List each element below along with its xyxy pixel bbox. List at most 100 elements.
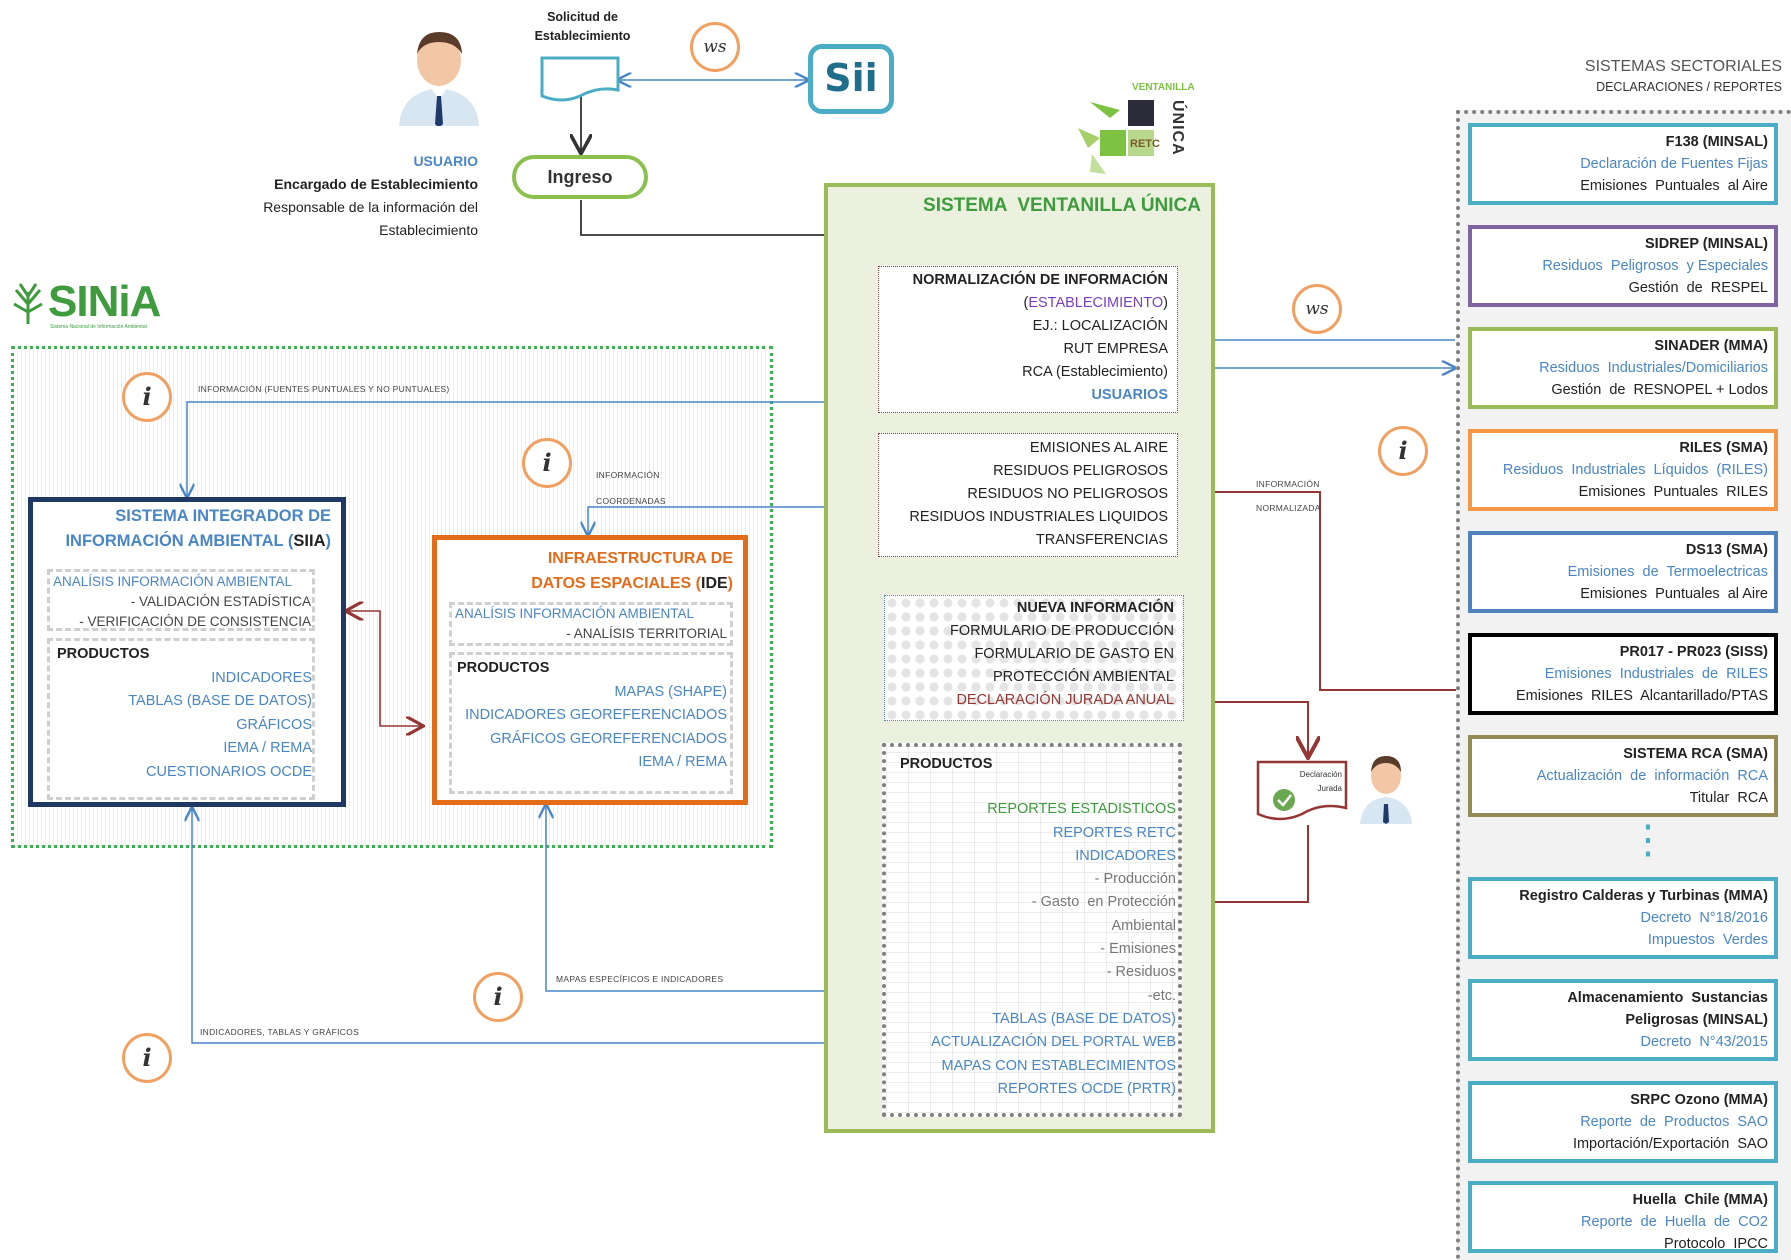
productos-item: - Gasto en Protección — [1031, 894, 1176, 911]
ide-item: IEMA / REMA — [638, 754, 727, 770]
productos-reportes: REPORTES ESTADISTICOS — [987, 801, 1176, 818]
sectorial-card-line3: Titular RCA — [1689, 790, 1768, 806]
siia-title-2: INFORMACIÓN AMBIENTAL (SIIA) — [65, 529, 331, 554]
sinia-logo: SINiA Sistema Nacional de Información Am… — [8, 278, 188, 338]
siia-title-1: SISTEMA INTEGRADOR DE — [115, 507, 331, 525]
declaracion-doc-icon — [1256, 760, 1348, 821]
siia-title-2c: ) — [325, 532, 332, 550]
sectorial-card-title: SRPC Ozono (MMA) — [1630, 1092, 1768, 1108]
line-siia-ide — [347, 611, 422, 726]
nueva-l1: FORMULARIO DE PRODUCCIÓN — [950, 623, 1174, 639]
ide-box[interactable]: INFRAESTRUCTURA DE DATOS ESPACIALES (IDE… — [432, 535, 748, 805]
sectorial-card-line3: Gestión de RESNOPEL + Lodos — [1551, 382, 1768, 398]
ide-analisis-sub1: - ANALÍSIS TERRITORIAL — [566, 626, 727, 641]
sectorial-card-line3: Emisiones Puntuales al Aire — [1580, 586, 1768, 602]
sectorial-card-title: RILES (SMA) — [1679, 440, 1768, 456]
sectorial-card-line3: Gestión de RESPEL — [1628, 280, 1768, 296]
sectoriales-dots: ⋮ — [1628, 818, 1668, 862]
sectorial-card[interactable]: SIDREP (MINSAL)Residuos Peligrosos y Esp… — [1468, 225, 1778, 307]
sectorial-card-title: Almacenamiento Sustancias — [1567, 990, 1768, 1006]
productos-item: REPORTES RETC — [1052, 824, 1176, 841]
nueva-l2: FORMULARIO DE GASTO EN — [974, 646, 1174, 662]
siia-productos-box — [47, 638, 315, 800]
nueva-title: NUEVA INFORMACIÓN — [1016, 600, 1174, 616]
ide-title-2: DATOS ESPACIALES (IDE) — [531, 571, 733, 596]
ide-item: GRÁFICOS GEOREFERENCIADOS — [490, 730, 727, 747]
ventanilla-logo-icon — [1078, 100, 1154, 174]
nueva-l3: PROTECCIÓN AMBIENTAL — [992, 669, 1174, 685]
sectorial-card-line2: Residuos Industriales Líquidos (RILES) — [1502, 462, 1768, 478]
sectorial-card-title: Huella Chile (MMA) — [1632, 1192, 1768, 1208]
ventanilla-logo-side: ÚNICA — [1169, 100, 1186, 156]
ventanilla-logo: VENTANILLA ÚNICA RETC — [1070, 80, 1220, 180]
sectorial-card[interactable]: Huella Chile (MMA)Reporte de Huella de C… — [1468, 1181, 1778, 1253]
solicitud-label: Solicitud de Establecimiento — [510, 8, 655, 46]
ingreso-node[interactable]: Ingreso — [512, 155, 648, 199]
productos-box[interactable] — [882, 743, 1182, 1117]
declaracion-text-2: Jurada — [1317, 784, 1342, 793]
nueva-box[interactable] — [884, 595, 1184, 721]
sectorial-card[interactable]: SINADER (MMA)Residuos Industriales/Domic… — [1468, 327, 1778, 409]
emis-text: EMISIONES AL AIRE RESIDUOS PELIGROSOS RE… — [882, 437, 1168, 552]
siia-analisis-sub1: - VALIDACIÓN ESTADÍSTICA — [130, 594, 311, 609]
ide-item: MAPAS (SHAPE) — [614, 683, 727, 700]
sectorial-card-line3: Protocolo IPCC — [1664, 1236, 1768, 1252]
ide-item: INDICADORES GEOREFERENCIADOS — [465, 707, 727, 723]
sectorial-card-line2: Reporte de Productos SAO — [1580, 1114, 1768, 1130]
siia-box[interactable]: SISTEMA INTEGRADOR DE INFORMACIÓN AMBIEN… — [28, 497, 346, 807]
ventanilla-panel: SISTEMA VENTANILLA ÚNICA NORMALIZACIÓN D… — [824, 183, 1215, 1133]
norm-l1: EJ.: LOCALIZACIÓN — [1032, 318, 1168, 334]
sectoriales-subtitle: DECLARACIONES / REPORTES — [1596, 80, 1782, 94]
sectorial-card-line2: Declaración de Fuentes Fijas — [1580, 156, 1768, 172]
emis-item: EMISIONES AL AIRE — [1029, 440, 1168, 456]
siia-item: TABLAS (BASE DE DATOS) — [128, 693, 312, 709]
ide-productos-title: PRODUCTOS — [457, 660, 550, 676]
siia-analisis-title: ANALÍSIS INFORMACIÓN AMBIENTAL — [53, 574, 293, 589]
sectorial-card[interactable]: RILES (SMA) Residuos Industriales Líquido… — [1468, 429, 1778, 511]
ventanilla-logo-top: VENTANILLA — [1132, 82, 1195, 93]
info-label-coordenadas: INFORMACIÓN COORDENADAS — [596, 462, 666, 514]
emis-item: RESIDUOS NO PELIGROSOS — [967, 486, 1168, 502]
info-label-mapas: MAPAS ESPECÍFICOS E INDICADORES — [556, 974, 724, 984]
productos-item: - Emisiones — [1100, 941, 1176, 958]
ventanilla-logo-retc: RETC — [1130, 138, 1160, 150]
info-badge-indicadores: i — [122, 1033, 172, 1083]
productos-item: - Producción — [1094, 871, 1176, 888]
declaracion-jurada[interactable]: Declaración Jurada — [1256, 760, 1348, 826]
sectorial-card-line3: Emisiones Puntuales al Aire — [1580, 178, 1768, 194]
siia-analisis-sub2: - VERIFICACIÓN DE CONSISTENCIA — [79, 614, 311, 629]
ventanilla-title: SISTEMA VENTANILLA ÚNICA — [923, 195, 1201, 216]
norm-est-close: ) — [1163, 295, 1168, 311]
nueva-text: NUEVA INFORMACIÓN FORMULARIO DE PRODUCCI… — [888, 597, 1174, 712]
info-label-normalizada-1: INFORMACIÓN — [1256, 479, 1320, 489]
siia-analisis-box — [47, 569, 315, 631]
siia-title-2a: INFORMACIÓN AMBIENTAL ( — [65, 532, 294, 550]
siia-item: INDICADORES — [211, 669, 312, 686]
user-avatar-icon — [399, 32, 479, 126]
ide-analisis-title: ANALÍSIS INFORMACIÓN AMBIENTAL — [455, 606, 695, 621]
sii-logo[interactable]: Sii — [808, 44, 894, 114]
norm-title: NORMALIZACIÓN DE INFORMACIÓN — [912, 272, 1168, 288]
sectorial-card[interactable]: Registro Calderas y Turbinas (MMA)Decret… — [1468, 877, 1778, 959]
ide-title-1: INFRAESTRUCTURA DE — [547, 550, 733, 567]
sectorial-card[interactable]: SRPC Ozono (MMA) Reporte de Productos SAO… — [1468, 1081, 1778, 1163]
sectorial-card[interactable]: PR017 - PR023 (SISS)Emisiones Industrial… — [1468, 633, 1778, 715]
info-label-coordenadas-1: INFORMACIÓN — [596, 470, 660, 480]
info-label-fuentes: INFORMACIÓN (FUENTES PUNTUALES Y NO PUNT… — [198, 384, 450, 394]
norm-est-open: ( — [1023, 295, 1029, 311]
emis-box[interactable] — [878, 433, 1178, 557]
ide-analisis-text: ANALÍSIS INFORMACIÓN AMBIENTAL - ANALÍSI… — [455, 604, 727, 644]
norm-box[interactable] — [878, 266, 1178, 413]
declarante-avatar-icon — [1360, 756, 1412, 824]
usuario-role: USUARIO — [413, 153, 478, 169]
info-badge-mapas: i — [473, 972, 523, 1022]
sinia-logo-text: SINiA — [48, 277, 161, 326]
line-declaracion-productos — [1180, 825, 1309, 902]
sectorial-card[interactable]: F138 (MINSAL)Declaración de Fuentes Fija… — [1468, 123, 1778, 205]
siia-analisis-text: ANALÍSIS INFORMACIÓN AMBIENTAL - VALIDAC… — [53, 572, 311, 632]
sectorial-card-line2: Actualización de información RCA — [1536, 768, 1768, 784]
document-icon[interactable] — [540, 56, 620, 106]
sectorial-card[interactable]: SISTEMA RCA (SMA)Actualización de inform… — [1468, 735, 1778, 817]
